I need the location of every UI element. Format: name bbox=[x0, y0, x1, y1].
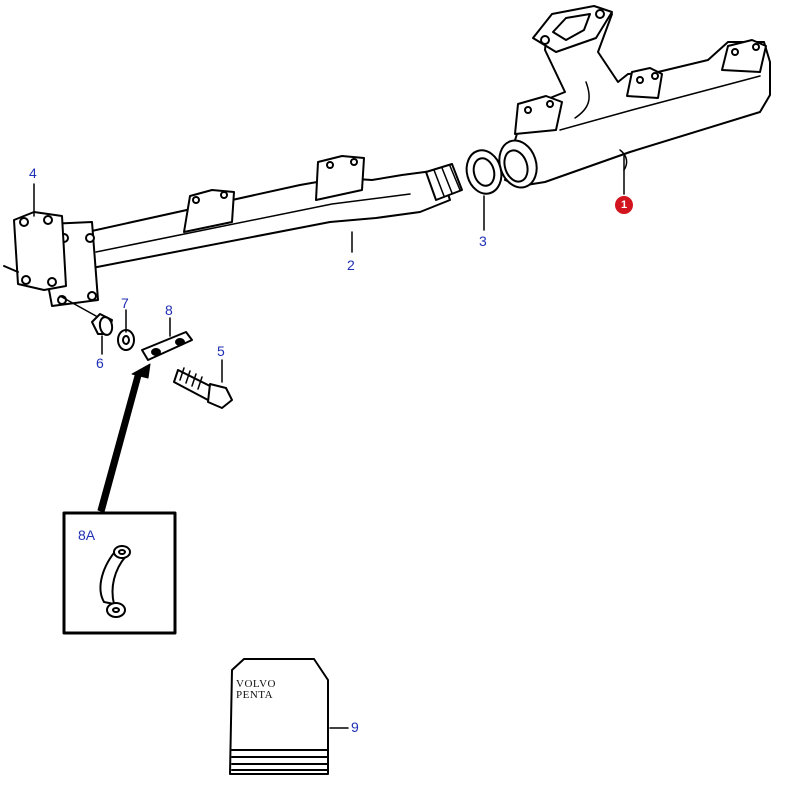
manual-brand-line-1: VOLVO bbox=[236, 678, 276, 690]
washer[interactable] bbox=[117, 329, 135, 351]
leader-lines bbox=[33, 155, 625, 729]
exhaust-manifold-front[interactable] bbox=[41, 155, 463, 307]
manifold-gasket[interactable] bbox=[3, 211, 67, 291]
detail-box-8a[interactable] bbox=[62, 511, 177, 635]
spacer-sleeve[interactable] bbox=[91, 313, 114, 336]
callout-part-5[interactable]: 5 bbox=[217, 343, 225, 359]
callout-part-4[interactable]: 4 bbox=[29, 165, 37, 181]
callout-part-7[interactable]: 7 bbox=[121, 295, 129, 311]
callout-part-2[interactable]: 2 bbox=[347, 257, 355, 273]
callout-part-8[interactable]: 8 bbox=[165, 302, 173, 318]
exhaust-manifold-rear[interactable] bbox=[493, 5, 771, 192]
manual-brand-line-2: PENTA bbox=[236, 689, 274, 701]
instruction-manual[interactable] bbox=[229, 658, 329, 775]
callout-part-9[interactable]: 9 bbox=[351, 719, 359, 735]
detail-pointer-arrow bbox=[97, 363, 151, 513]
callout-detail-8a[interactable]: 8A bbox=[78, 527, 96, 543]
callout-part-3[interactable]: 3 bbox=[479, 233, 487, 249]
callout-part-1[interactable]: 1 bbox=[615, 196, 633, 214]
callout-part-6[interactable]: 6 bbox=[96, 355, 104, 371]
sealing-ring[interactable] bbox=[462, 146, 506, 197]
bolt[interactable] bbox=[173, 367, 233, 409]
lock-plate[interactable] bbox=[141, 331, 193, 361]
